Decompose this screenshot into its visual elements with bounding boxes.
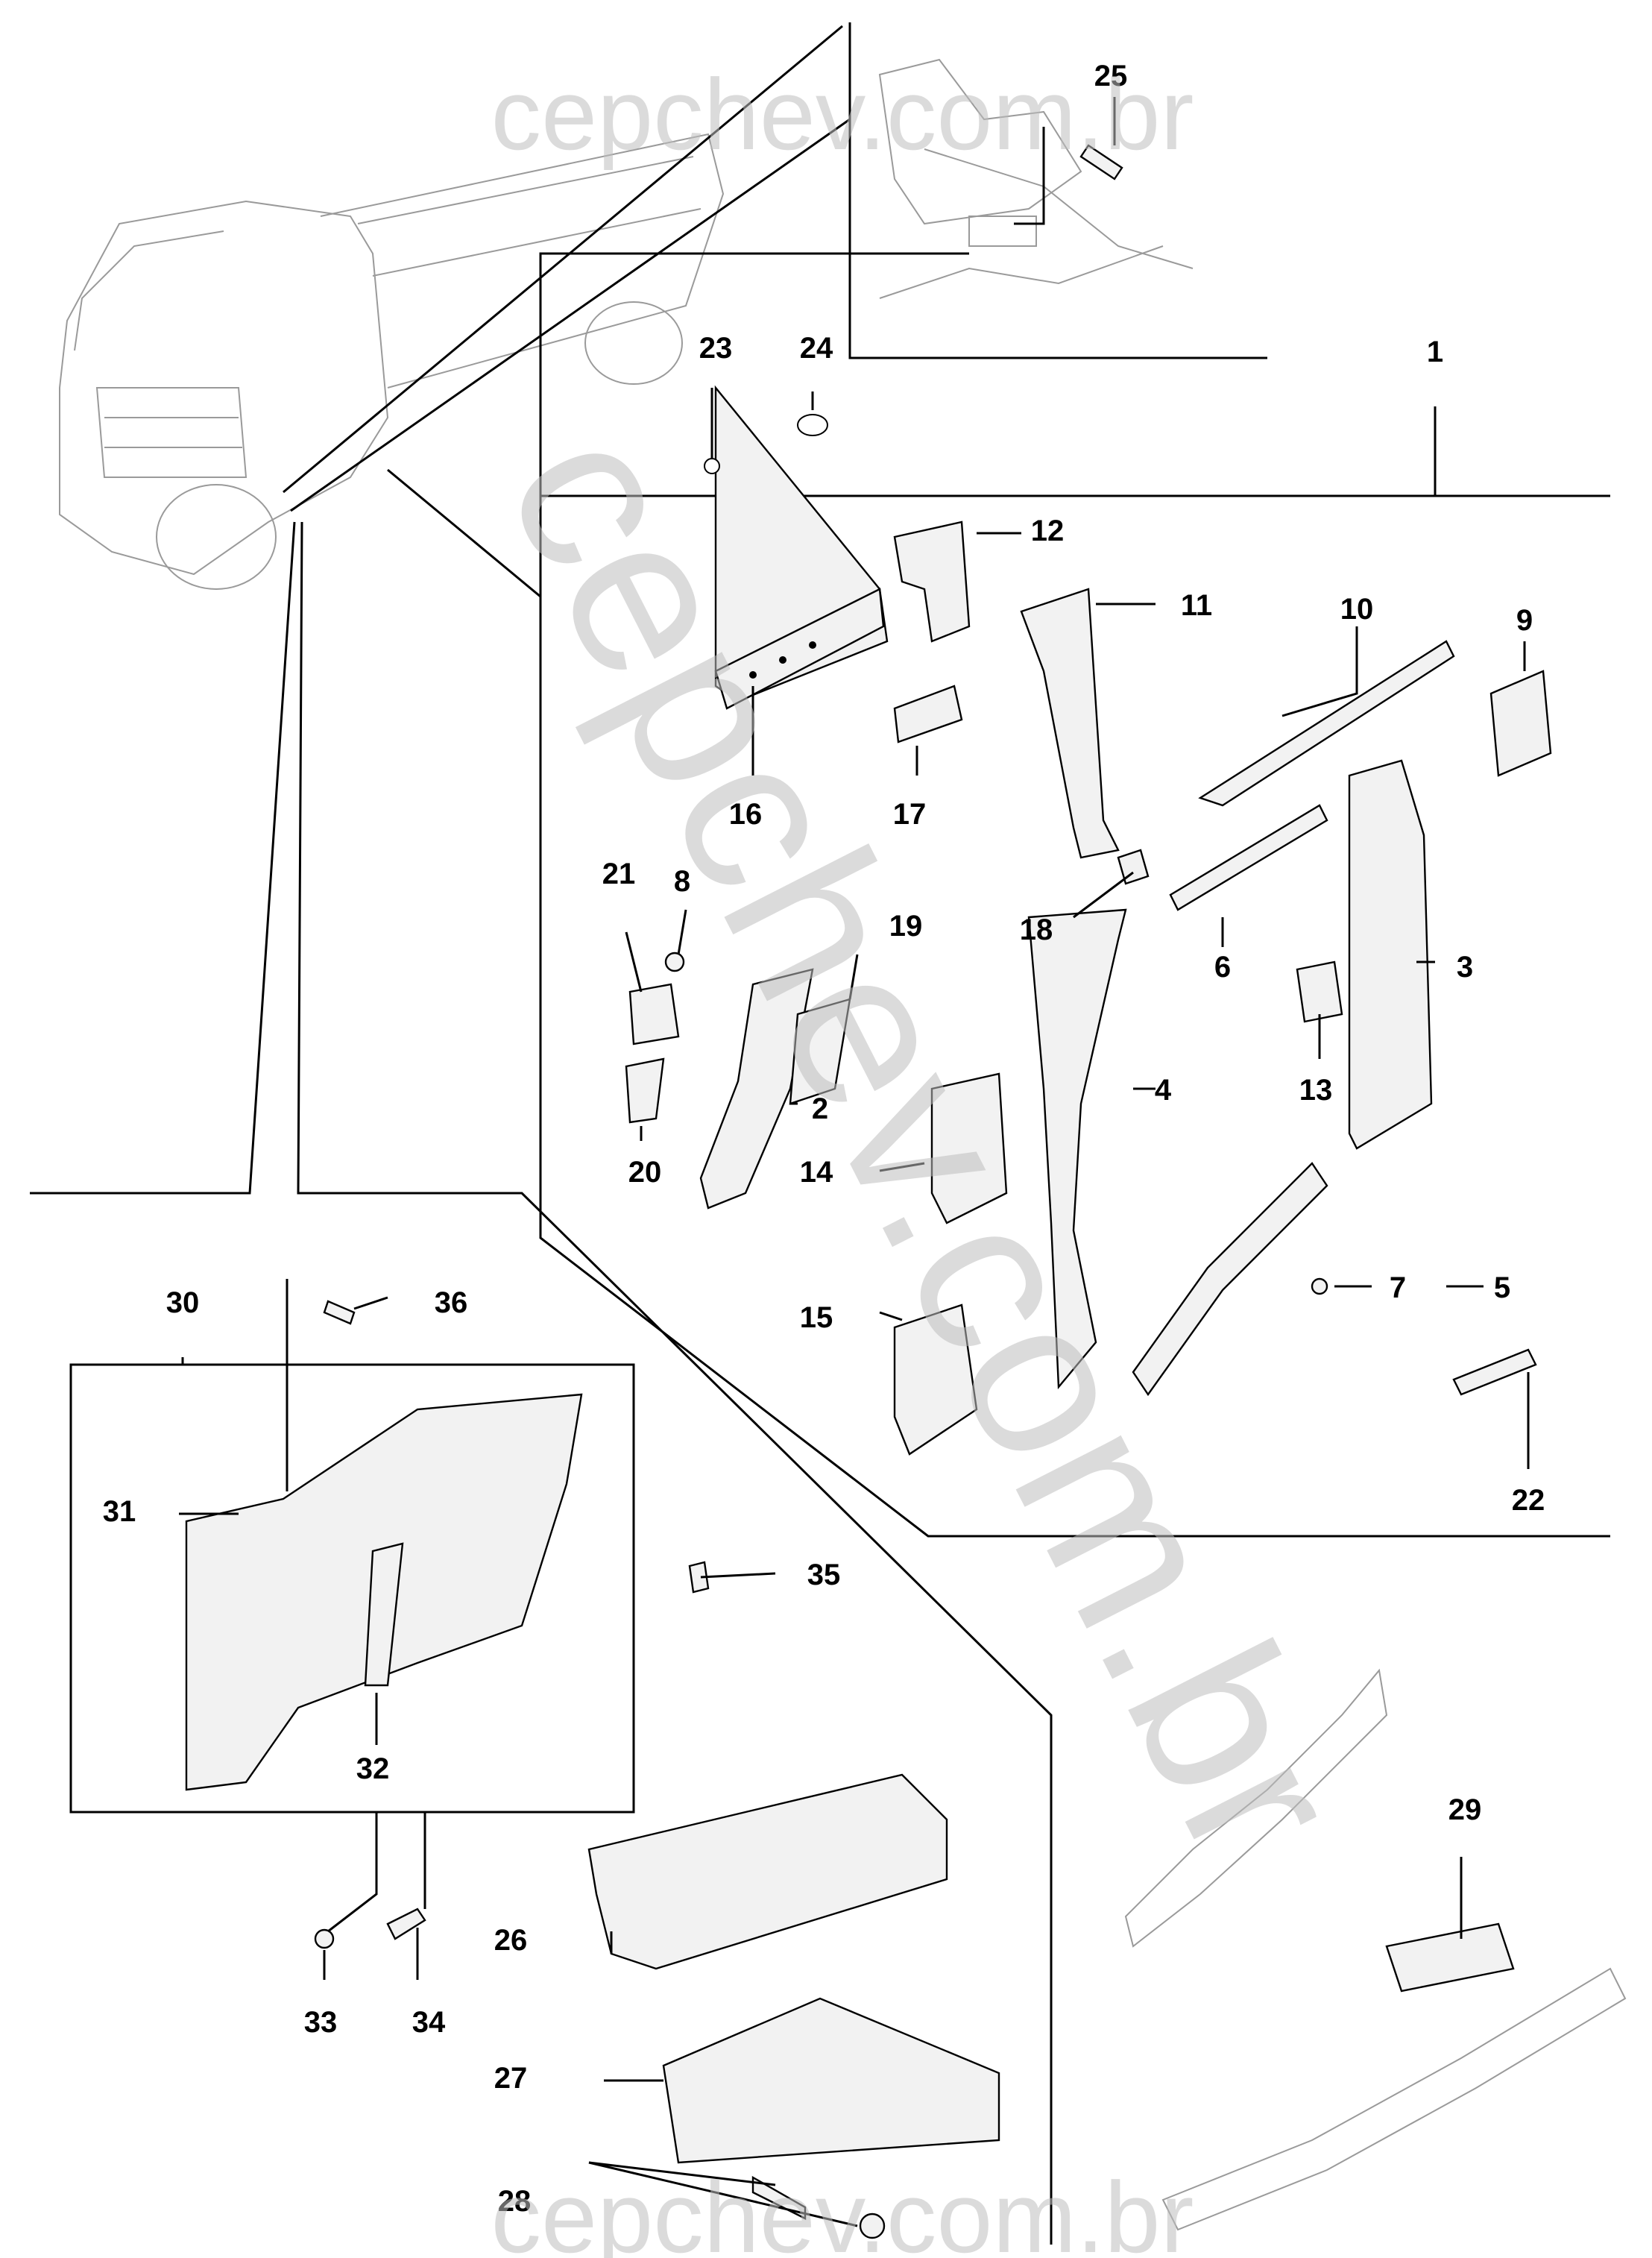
part-22-pad bbox=[1452, 1348, 1537, 1396]
part-14-hinge bbox=[930, 1072, 1008, 1224]
callout-18: 18 bbox=[1020, 913, 1053, 946]
watermark-top: cepchev.com.br bbox=[491, 58, 1194, 171]
callout-3: 3 bbox=[1457, 951, 1473, 984]
callout-14: 14 bbox=[800, 1156, 833, 1189]
part-24-grommet bbox=[797, 414, 828, 436]
part-28-screw-a bbox=[751, 2175, 807, 2220]
part-leaders bbox=[625, 97, 1530, 1469]
truck-overview bbox=[59, 133, 725, 590]
callout-labels: 1 2 3 4 5 6 7 8 9 10 11 12 13 14 15 16 1… bbox=[103, 60, 1545, 2218]
part-16-rail bbox=[714, 385, 889, 710]
callout-35: 35 bbox=[807, 1559, 841, 1591]
part-15-hinge bbox=[893, 1303, 978, 1456]
part-18-clip bbox=[1117, 849, 1150, 885]
part-9-plate bbox=[1489, 670, 1552, 777]
part-36-bolt bbox=[323, 1300, 356, 1325]
callout-17: 17 bbox=[893, 798, 927, 831]
part-8-bolt bbox=[664, 952, 685, 972]
watermarks: cepchev.com.br cepchev.com.br cepchev.co… bbox=[459, 58, 1393, 2258]
callout-15: 15 bbox=[800, 1301, 833, 1334]
callout-33: 33 bbox=[304, 2006, 338, 2039]
callout-5: 5 bbox=[1494, 1271, 1510, 1304]
part-29-plate bbox=[1385, 1922, 1515, 1993]
callout-6: 6 bbox=[1214, 951, 1231, 984]
callout-32: 32 bbox=[356, 1752, 390, 1785]
callout-19: 19 bbox=[889, 910, 923, 943]
part-17-plate bbox=[893, 685, 963, 743]
part-10-rail bbox=[1198, 640, 1455, 807]
callout-16: 16 bbox=[729, 798, 763, 831]
part-28-screw-b bbox=[859, 2213, 886, 2239]
part-11-pillar bbox=[1020, 588, 1120, 859]
part-13-bracket bbox=[1296, 960, 1343, 1023]
callout-28: 28 bbox=[498, 2185, 532, 2218]
part-2-pillar bbox=[699, 968, 814, 1210]
callout-30: 30 bbox=[166, 1286, 200, 1319]
callout-21: 21 bbox=[602, 858, 636, 890]
callout-31: 31 bbox=[103, 1495, 136, 1528]
part-21-clip bbox=[628, 983, 680, 1045]
part-25-bolt bbox=[1079, 144, 1123, 180]
callout-34: 34 bbox=[412, 2006, 446, 2039]
callout-36: 36 bbox=[435, 1286, 468, 1319]
part-19-bracket bbox=[789, 998, 851, 1105]
watermark-diagonal: cepchev.com.br bbox=[459, 390, 1393, 1896]
inset-bracket-25 bbox=[848, 22, 1267, 359]
part-20-clip bbox=[625, 1057, 665, 1124]
callout-11: 11 bbox=[1181, 589, 1212, 622]
callout-10: 10 bbox=[1340, 593, 1374, 626]
part-5-sill bbox=[1132, 1162, 1328, 1397]
part-34-bolt bbox=[386, 1908, 426, 1940]
callout-27: 27 bbox=[494, 2062, 528, 2095]
part-3-pillar bbox=[1348, 759, 1433, 1150]
callout-2: 2 bbox=[812, 1092, 828, 1125]
part-4-pillar bbox=[1027, 908, 1127, 1390]
watermark-bottom: cepchev.com.br bbox=[491, 2161, 1194, 2258]
callout-8: 8 bbox=[674, 865, 690, 898]
callout-12: 12 bbox=[1031, 515, 1065, 547]
callout-25: 25 bbox=[1094, 60, 1128, 92]
callout-13: 13 bbox=[1299, 1074, 1333, 1107]
part-35-bolt bbox=[688, 1561, 710, 1594]
callout-20: 20 bbox=[628, 1156, 662, 1189]
callout-26: 26 bbox=[494, 1924, 528, 1957]
lower-leaders bbox=[323, 1296, 1463, 2227]
part-27-bracket bbox=[662, 1997, 1000, 2164]
part-33-bolt bbox=[314, 1928, 335, 1949]
step-assembly-box-30 bbox=[69, 1279, 635, 1814]
overview-leaders bbox=[30, 25, 1053, 2245]
callout-22: 22 bbox=[1512, 1484, 1545, 1517]
callout-7: 7 bbox=[1390, 1271, 1406, 1304]
callout-24: 24 bbox=[800, 332, 833, 365]
callout-23: 23 bbox=[699, 332, 733, 365]
callout-4: 4 bbox=[1155, 1074, 1172, 1107]
chassis-ghost-lower bbox=[1161, 1967, 1627, 2231]
callout-29: 29 bbox=[1448, 1793, 1482, 1826]
part-26-step bbox=[587, 1773, 948, 1970]
part-12-bracket bbox=[893, 521, 971, 643]
callout-1: 1 bbox=[1427, 336, 1443, 368]
part-6-rail bbox=[1169, 804, 1328, 911]
part-7-screw bbox=[1311, 1277, 1328, 1295]
callout-9: 9 bbox=[1516, 604, 1533, 637]
chassis-ghost-upper bbox=[1124, 1668, 1388, 1948]
